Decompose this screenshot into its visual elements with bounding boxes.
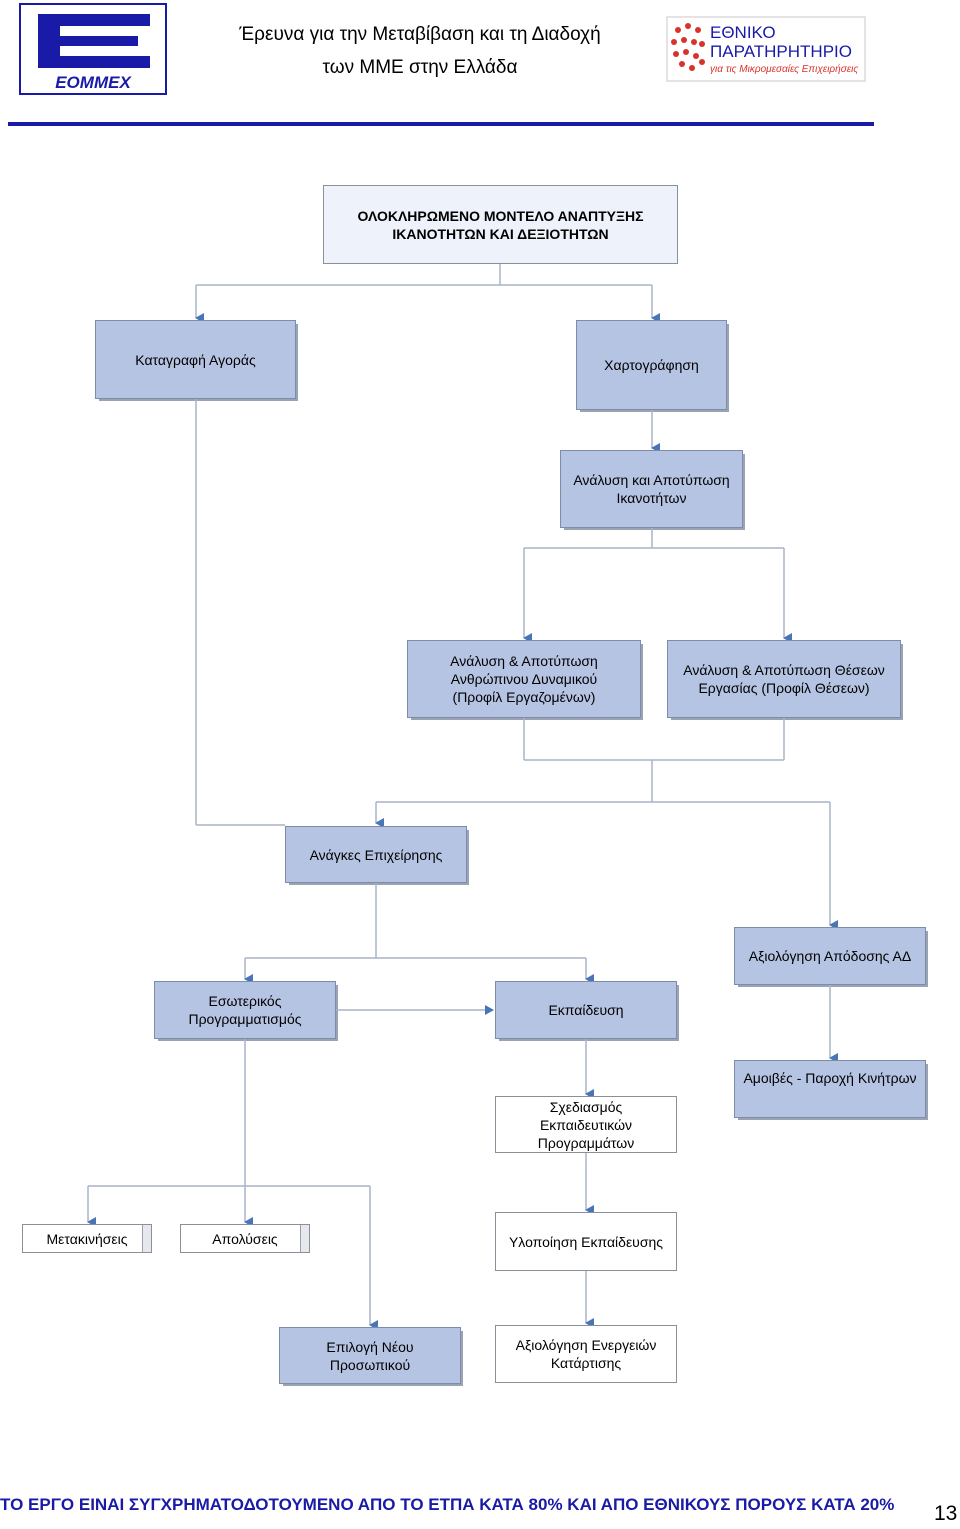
hr-analysis-node: Ανάλυση & Αποτύπωση Ανθρώπινου Δυναμικού… [407, 640, 643, 720]
business-needs-node: Ανάγκες Επιχείρησης [285, 826, 469, 885]
training-evaluation-node: Αξιολόγηση Ενεργειών Κατάρτισης [495, 1325, 677, 1383]
transfers-label: Μετακινήσεις [46, 1230, 128, 1247]
new-staff-selection-node: Επιλογή Νέου Προσωπικού [279, 1327, 463, 1386]
observatory-logo-line3: για τις Μικρομεσαίες Επιχειρήσεις [710, 63, 858, 75]
document-header-title: Έρευνα για την Μεταβίβαση και τη Διαδοχή… [180, 18, 660, 84]
funding-footer: ΤΟ ΕΡΓΟ ΕΙΝΑΙ ΣΥΓΧΡΗΜΑΤΟΔΟΤΟΥΜΕΝΟ ΑΠΟ ΤΟ… [0, 1495, 895, 1514]
root-node: ΟΛΟΚΛΗΡΩΜΕΝΟ ΜΟΝΤΕΛΟ ΑΝΑΠΤΥΞΗΣ ΙΚΑΝΟΤΗΤΩ… [323, 185, 678, 264]
training-design-node: Σχεδιασμός Εκπαιδευτικών Προγραμμάτων [495, 1096, 677, 1153]
observatory-logo-line1: ΕΘΝΙΚΟ [710, 23, 776, 42]
eommex-logo: EOMMEX [18, 2, 168, 96]
eommex-logo-text: EOMMEX [55, 73, 132, 92]
rewards-node: Αμοιβές - Παροχή Κινήτρων [734, 1060, 928, 1120]
header-title-line2: των ΜΜΕ στην Ελλάδα [322, 57, 518, 78]
transfers-node: Μετακινήσεις [22, 1224, 152, 1253]
dismissals-side-bar [300, 1225, 309, 1252]
mapping-node: Χαρτογράφηση [576, 320, 729, 412]
internal-planning-node: Εσωτερικός Προγραμματισμός [154, 981, 338, 1041]
training-implementation-node: Υλοποίηση Εκπαίδευσης [495, 1212, 677, 1271]
job-analysis-node: Ανάλυση & Αποτύπωση Θέσεων Εργασίας (Προ… [667, 640, 903, 720]
observatory-logo: ΕΘΝΙΚΟ ΠΑΡΑΤΗΡΗΤΗΡΙΟ για τις Μικρομεσαίε… [666, 16, 866, 82]
header-title-line1: Έρευνα για την Μεταβίβαση και τη Διαδοχή [239, 24, 601, 45]
dismissals-label: Απολύσεις [212, 1230, 278, 1247]
page-number: 13 [934, 1502, 958, 1525]
transfers-side-bar [142, 1225, 151, 1252]
competency-analysis-node: Ανάλυση και Αποτύπωση Ικανοτήτων [560, 450, 745, 530]
header-divider [8, 122, 874, 126]
dismissals-node: Απολύσεις [180, 1224, 310, 1253]
performance-evaluation-node: Αξιολόγηση Απόδοσης ΑΔ [734, 927, 928, 987]
observatory-logo-line2: ΠΑΡΑΤΗΡΗΤΗΡΙΟ [710, 42, 852, 61]
market-recording-node: Καταγραφή Αγοράς [95, 320, 298, 401]
training-node: Εκπαίδευση [495, 981, 679, 1041]
